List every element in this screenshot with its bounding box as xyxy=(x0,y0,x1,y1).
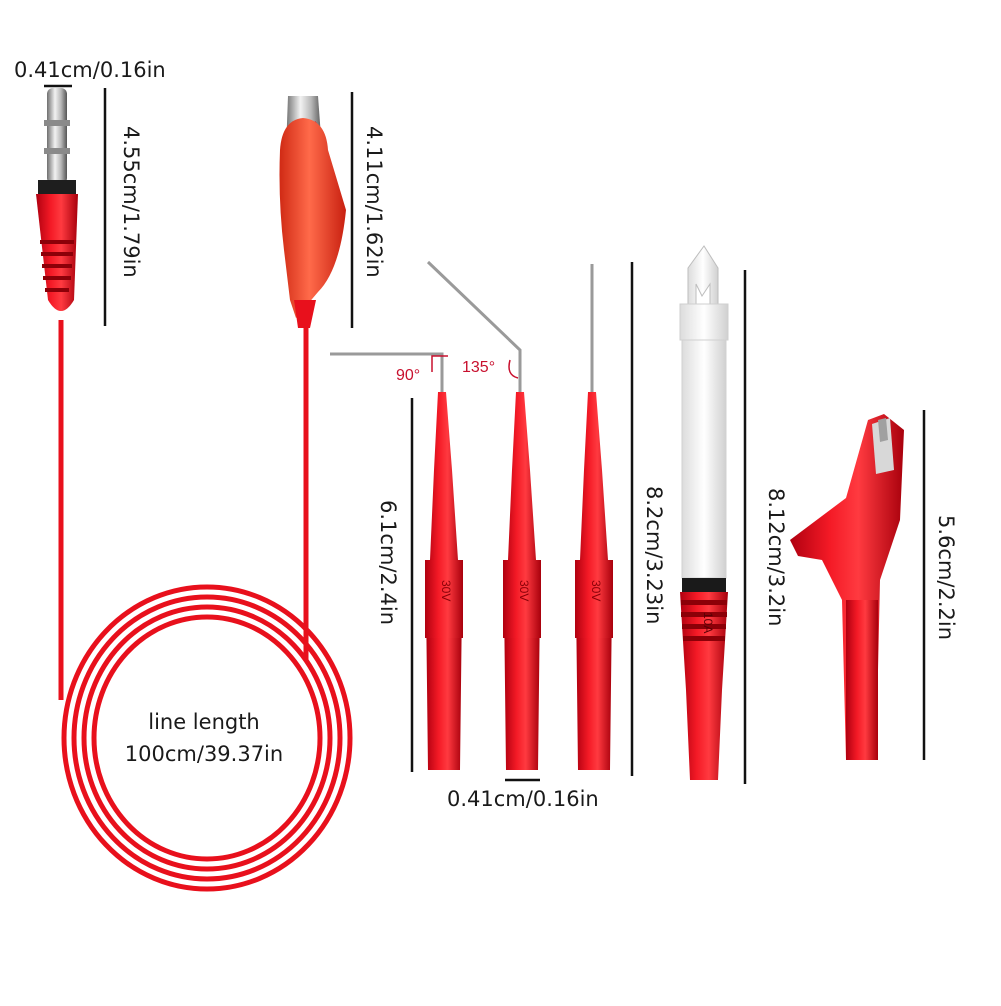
alligator-clip-icon xyxy=(279,96,346,328)
banana-plug-width-label: 0.41cm/0.16in xyxy=(14,58,166,82)
line-length-title: line length xyxy=(148,710,260,734)
large-alligator-clip-icon xyxy=(790,414,904,760)
line-length-value: 100cm/39.37in xyxy=(124,742,284,766)
banana-plug-length-label: 4.55cm/1.79in xyxy=(119,126,143,278)
angle-90-label: 90° xyxy=(396,367,421,384)
probe-marking-2: 30V xyxy=(517,580,531,602)
back-probe-pin-icon xyxy=(330,260,613,770)
small-clip-length-label: 4.11cm/1.62in xyxy=(362,126,386,278)
large-clip-length-label: 5.6cm/2.2in xyxy=(934,515,958,641)
piercing-probe-icon xyxy=(679,245,729,780)
angle-135-label: 135° xyxy=(462,359,496,376)
probe-marking-1: 30V xyxy=(439,580,453,602)
banana-plug-icon xyxy=(36,88,78,311)
probe-width-label: 0.41cm/0.16in xyxy=(447,787,599,811)
probe-marking-3: 30V xyxy=(589,580,603,602)
piercing-probe-body-length-label: 8.12cm/3.2in xyxy=(764,488,788,627)
probe-length-label: 6.1cm/2.4in xyxy=(376,500,400,626)
dimension-lines xyxy=(44,84,926,784)
piercing-probe-marking: 10A xyxy=(701,612,715,634)
piercing-probe-length-label: 8.2cm/3.23in xyxy=(642,486,666,625)
coiled-wire xyxy=(58,320,353,892)
